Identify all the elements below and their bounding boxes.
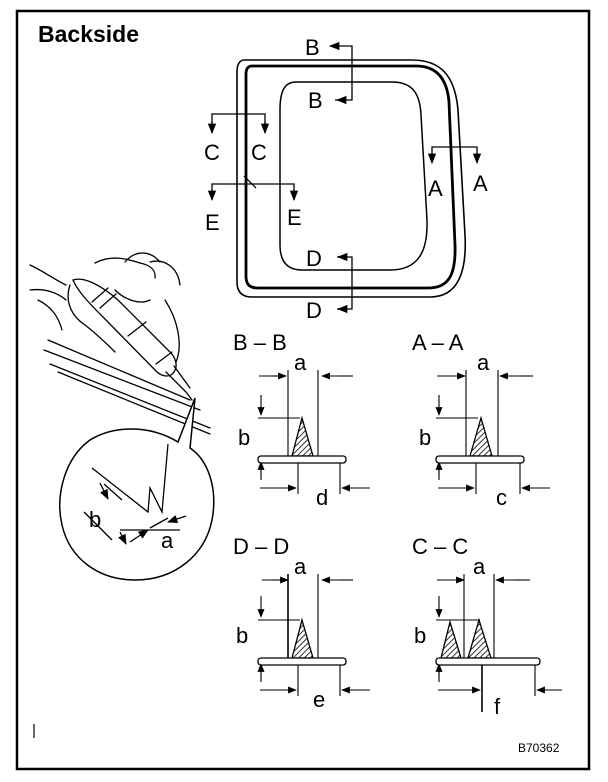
- figure-title: Backside: [38, 21, 139, 47]
- section-dd-bead: [291, 617, 314, 659]
- section-bb-glass: [257, 455, 347, 464]
- section-bb-title: B – B: [233, 330, 287, 355]
- section-bb-b: b: [238, 425, 250, 450]
- label-e-inner: E: [287, 205, 302, 230]
- section-cc-b: b: [414, 623, 426, 648]
- window-outline: [236, 59, 467, 298]
- label-b-outer: B: [305, 35, 320, 60]
- section-aa: A – A a b c: [412, 330, 550, 510]
- section-bb-a: a: [294, 350, 307, 375]
- label-a-outer: A: [473, 171, 488, 196]
- hand-applicator-illustration: [29, 252, 211, 435]
- section-aa-a: a: [477, 350, 490, 375]
- section-dd-side: e: [313, 687, 325, 712]
- section-arrows: [207, 41, 482, 314]
- section-aa-side: c: [496, 485, 507, 510]
- section-cc-title: C – C: [412, 534, 468, 559]
- label-a-inner: A: [428, 176, 443, 201]
- figure-border: [15, 9, 591, 771]
- section-cc-bead-outer: [440, 619, 462, 659]
- section-dd-glass: [257, 657, 347, 666]
- section-cc-bead-inner: [467, 617, 492, 659]
- section-dd: D – D a b e: [233, 534, 370, 712]
- detail-bubble: [59, 397, 215, 581]
- section-aa-b: b: [419, 425, 431, 450]
- section-dd-title: D – D: [233, 534, 289, 559]
- detail-bead-profile: [83, 443, 187, 545]
- section-cc-glass: [435, 657, 541, 666]
- label-c-inner: C: [251, 140, 267, 165]
- figure-code: B70362: [518, 741, 560, 755]
- section-aa-bead: [469, 415, 493, 457]
- section-cc-side: f: [494, 694, 501, 719]
- section-aa-glass: [435, 455, 525, 464]
- section-bb-side: d: [316, 485, 328, 510]
- section-dd-a: a: [294, 554, 307, 579]
- label-b-inner: B: [308, 88, 323, 113]
- detail-label-a: a: [161, 528, 174, 553]
- label-e-outer: E: [205, 210, 220, 235]
- section-dd-b: b: [236, 623, 248, 648]
- detail-label-b: b: [89, 507, 101, 532]
- label-d-inner: D: [306, 246, 322, 271]
- label-d-outer: D: [306, 298, 322, 323]
- section-cc: C – C a b f: [412, 534, 562, 719]
- section-aa-title: A – A: [412, 330, 464, 355]
- label-c-outer: C: [204, 140, 220, 165]
- section-bb-bead: [291, 415, 314, 457]
- section-bb: B – B a b d: [233, 330, 370, 510]
- section-cc-a: a: [473, 554, 486, 579]
